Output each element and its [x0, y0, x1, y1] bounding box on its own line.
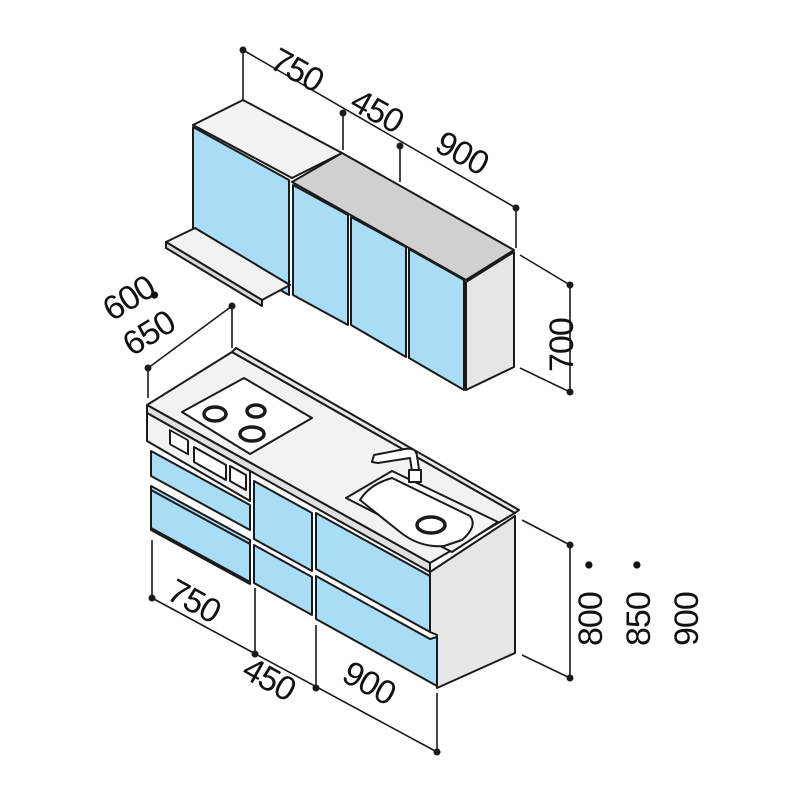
drawer-middle-bottom — [253, 544, 313, 616]
upper-width-3-label: 900 — [429, 124, 494, 183]
range-hood-shelf-front — [165, 241, 263, 307]
cooktop — [181, 377, 313, 455]
wall-cabinet-door-3 — [350, 216, 407, 358]
counter-height-separator-1: ・ — [572, 549, 610, 582]
control-knob-right — [229, 465, 247, 491]
upper-height-label: 700 — [543, 318, 581, 372]
wall-cabinet-side — [465, 251, 515, 391]
dimension-lines — [147, 49, 571, 753]
dimension-dots — [144, 46, 574, 756]
wall-cabinet-door-4 — [408, 248, 465, 391]
counter-height-3-label: 900 — [668, 592, 706, 646]
drawer-right-bottom — [315, 575, 438, 687]
wall-cabinet-top-right — [291, 152, 515, 281]
drawer-right-top — [315, 512, 431, 633]
drawer-left-top — [150, 450, 251, 531]
upper-width-2-label: 450 — [344, 82, 409, 141]
base-cabinets — [146, 347, 520, 689]
left-column-base — [150, 489, 251, 583]
wall-cabinets — [165, 99, 515, 391]
control-knob-left — [169, 429, 189, 456]
counter-height-2-label: 850 — [620, 592, 658, 646]
control-display — [193, 446, 227, 481]
wall-cabinet-door-2 — [292, 184, 349, 326]
backsplash — [231, 347, 520, 514]
burner-2 — [245, 403, 267, 419]
burner-1 — [202, 405, 228, 423]
lower-width-3-label: 900 — [336, 654, 401, 713]
upper-width-1-label: 750 — [264, 41, 329, 100]
sink-drain — [415, 515, 447, 535]
drawer-middle-top — [253, 480, 313, 572]
burner-3 — [238, 425, 266, 443]
lower-width-2-label: 450 — [236, 650, 301, 709]
lower-width-1-label: 750 — [161, 572, 226, 631]
faucet-base — [408, 469, 422, 483]
counter-height-separator-2: ・ — [620, 549, 658, 582]
counter-height-1-label: 800 — [572, 592, 610, 646]
